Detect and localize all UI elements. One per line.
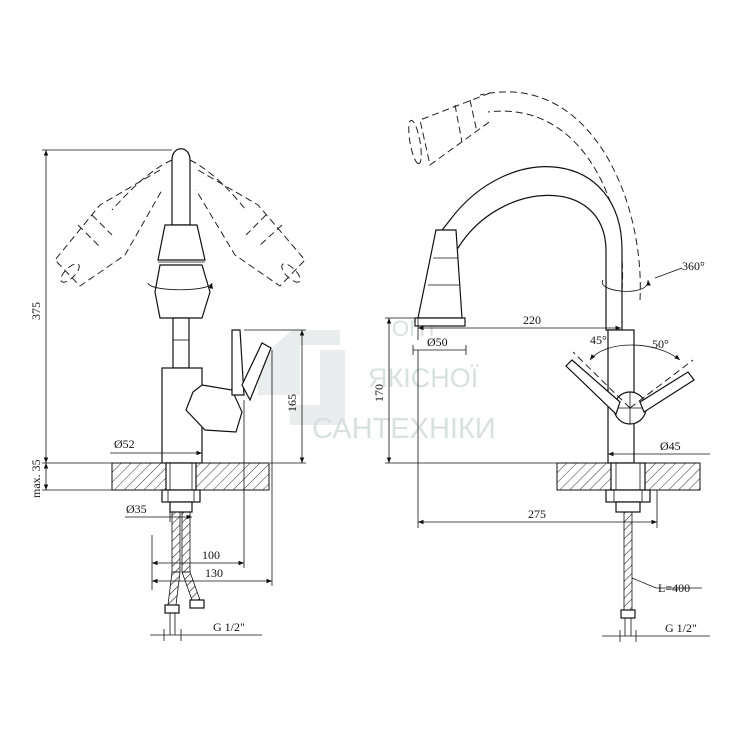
left-dimensions: 375 max. 35 165 Ø52 Ø35 100 130 G — [29, 149, 306, 641]
right-dim-angle-45: 45° — [590, 333, 607, 347]
right-body: 45° 50° — [565, 329, 695, 464]
left-dim-mount-max: max. 35 — [29, 459, 43, 498]
left-dim-diameter-52: Ø52 — [114, 437, 135, 451]
right-dimensions: 220 Ø50 170 Ø45 275 L=400 G 1/2" — [372, 313, 710, 642]
right-view: 360° 45° 50° — [372, 91, 710, 642]
right-dim-height-170: 170 — [372, 384, 386, 402]
left-spout — [147, 148, 213, 319]
right-dim-thread: G 1/2" — [665, 621, 697, 635]
right-dim-reach-220: 220 — [523, 313, 541, 327]
watermark-line-2: ЯКІСНОЇ — [368, 363, 479, 393]
left-mounting — [161, 489, 205, 635]
left-dim-depth-130: 130 — [205, 566, 223, 580]
left-dim-height-375: 375 — [29, 302, 43, 320]
watermark: ОПТ ЯКІСНОЇ САНТЕХНІКИ — [258, 316, 496, 445]
left-dim-depth-100: 100 — [202, 548, 220, 562]
right-spout: 360° — [414, 166, 705, 331]
right-mounting — [605, 489, 651, 636]
left-dim-thread: G 1/2" — [213, 620, 245, 634]
watermark-logo-icon — [258, 330, 345, 425]
right-dim-rotation: 360° — [682, 259, 705, 273]
left-dim-diameter-35: Ø35 — [126, 502, 147, 516]
right-dim-angle-50: 50° — [652, 337, 669, 351]
right-dim-spout-diameter: Ø50 — [427, 335, 448, 349]
watermark-line-3: САНТЕХНІКИ — [312, 413, 496, 445]
left-view: 375 max. 35 165 Ø52 Ø35 100 130 G — [29, 148, 306, 641]
right-dashed-spout-position — [408, 91, 641, 301]
left-dashed-spout-positions — [54, 159, 306, 287]
left-dim-body-165: 165 — [285, 394, 299, 412]
right-dim-hose-length: L=400 — [658, 581, 690, 595]
left-body — [161, 317, 272, 464]
right-dim-length-275: 275 — [528, 507, 546, 521]
right-dim-body-diameter: Ø45 — [660, 439, 681, 453]
